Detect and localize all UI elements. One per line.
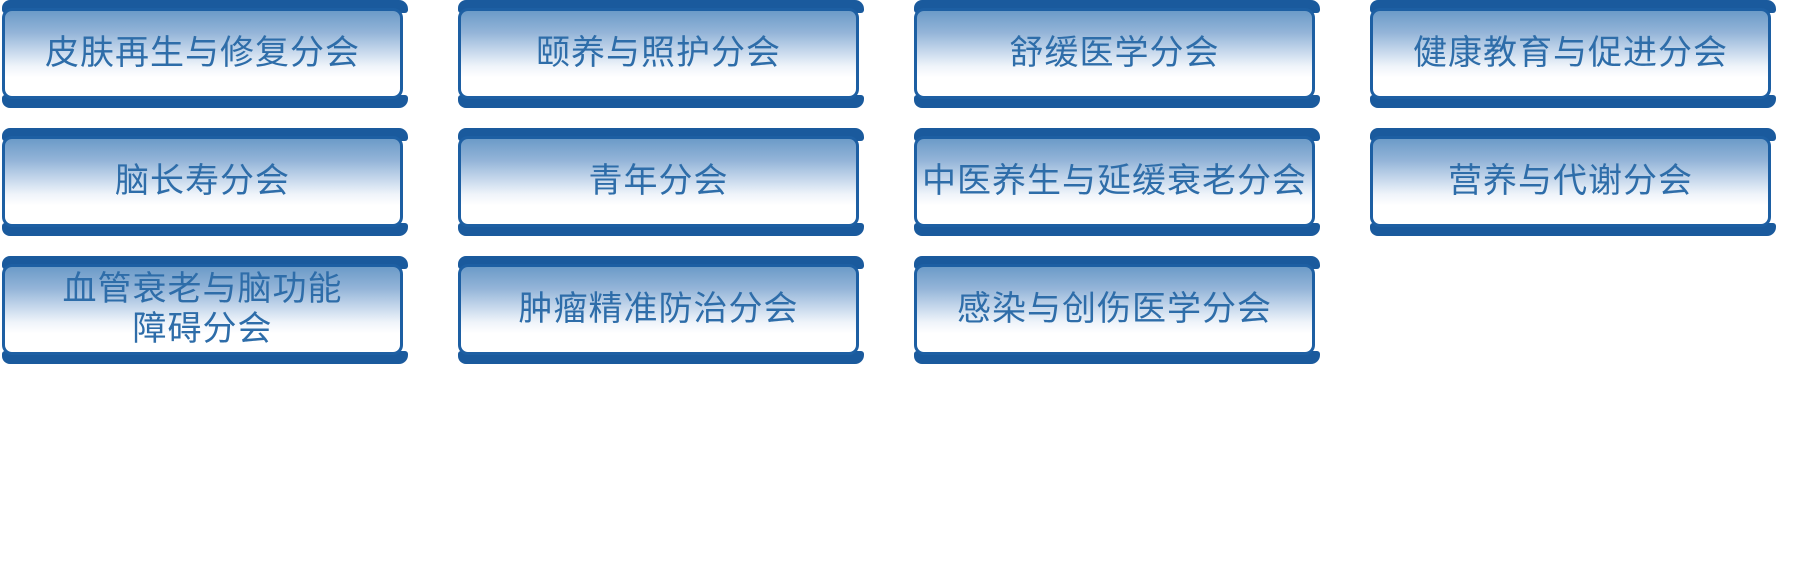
button-face: 健康教育与促进分会 [1370,8,1771,99]
button-label: 舒缓医学分会 [1009,33,1220,72]
button-face: 青年分会 [458,136,859,227]
button-face: 感染与创伤医学分会 [914,264,1315,355]
button-label: 青年分会 [588,161,729,200]
button-label: 中医养生与延缓衰老分会 [922,161,1307,200]
button-face: 肿瘤精准防治分会 [458,264,859,355]
branch-button-vascular-aging-brain-dysfunction[interactable]: 血管衰老与脑功能 障碍分会 [2,256,408,364]
branch-button-tcm-health-anti-aging[interactable]: 中医养生与延缓衰老分会 [914,128,1320,236]
branch-button-nutrition-metabolism[interactable]: 营养与代谢分会 [1370,128,1776,236]
button-label: 健康教育与促进分会 [1413,33,1728,72]
branch-button-skin-regeneration-repair[interactable]: 皮肤再生与修复分会 [2,0,408,108]
button-label: 肿瘤精准防治分会 [518,289,799,328]
button-face: 血管衰老与脑功能 障碍分会 [2,264,403,355]
button-face: 脑长寿分会 [2,136,403,227]
button-label: 颐养与照护分会 [536,33,781,72]
button-label: 皮肤再生与修复分会 [45,33,360,72]
branch-button-brain-longevity[interactable]: 脑长寿分会 [2,128,408,236]
branch-button-tumor-precision-prevention[interactable]: 肿瘤精准防治分会 [458,256,864,364]
branch-button-grid: 皮肤再生与修复分会 颐养与照护分会 舒缓医学分会 健康教育与促进分会 [2,0,1776,364]
button-face: 皮肤再生与修复分会 [2,8,403,99]
button-face: 舒缓医学分会 [914,8,1315,99]
branch-button-infection-trauma-medicine[interactable]: 感染与创伤医学分会 [914,256,1320,364]
branch-button-youth[interactable]: 青年分会 [458,128,864,236]
branch-button-recuperation-care[interactable]: 颐养与照护分会 [458,0,864,108]
button-label: 脑长寿分会 [115,161,290,200]
button-label: 血管衰老与脑功能 障碍分会 [62,270,343,348]
button-face: 中医养生与延缓衰老分会 [914,136,1315,227]
branch-button-palliative-medicine[interactable]: 舒缓医学分会 [914,0,1320,108]
branch-button-health-education-promotion[interactable]: 健康教育与促进分会 [1370,0,1776,108]
button-face: 颐养与照护分会 [458,8,859,99]
button-face: 营养与代谢分会 [1370,136,1771,227]
button-label: 感染与创伤医学分会 [957,289,1272,328]
button-label: 营养与代谢分会 [1448,161,1693,200]
